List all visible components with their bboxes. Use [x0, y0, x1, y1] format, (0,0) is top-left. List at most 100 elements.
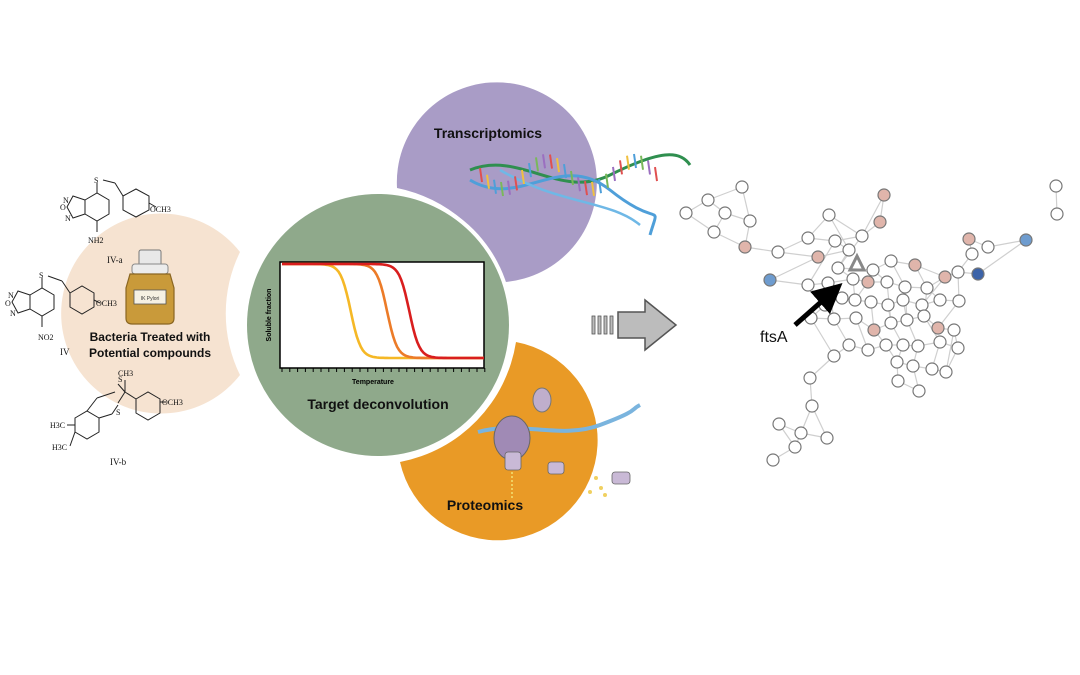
network-node [794, 426, 808, 440]
target-deconvolution-panel: Soluble fraction Temperature Target deco… [243, 190, 513, 460]
dna-rung [584, 180, 588, 196]
atom-n: N [10, 309, 16, 318]
dna-rung [493, 179, 497, 194]
network-node [947, 323, 961, 337]
network-node [900, 313, 914, 327]
network-node [846, 272, 860, 286]
atom-n: N [63, 196, 69, 205]
dna-rung [528, 162, 532, 178]
network-node [1050, 207, 1064, 221]
dna-rung [654, 166, 658, 182]
network-node [879, 338, 893, 352]
dna-rung [500, 181, 504, 197]
network-edge [769, 256, 819, 281]
network-edge [945, 329, 955, 373]
x-axis-label: Temperature [352, 379, 394, 386]
network-node [820, 431, 834, 445]
compound-iv-a-labels: S N O N OCH3 NH2 IV-a [60, 176, 171, 265]
network-node [890, 355, 904, 369]
atom-n: N [65, 214, 71, 223]
network-node [981, 240, 995, 254]
culture-bottle-icon: IK Pylori [125, 249, 175, 325]
dna-rung [605, 173, 609, 188]
dna-rung [549, 154, 553, 169]
transcriptomics-background [396, 82, 597, 282]
network-node [891, 374, 905, 388]
target-arrow [793, 283, 843, 327]
network-node [835, 291, 849, 305]
interaction-network: ftsA [679, 179, 1064, 467]
atom-s: S [39, 271, 43, 280]
atom-o: O [5, 299, 11, 308]
network-node [848, 293, 862, 307]
network-edge [861, 194, 885, 237]
network-node [881, 298, 895, 312]
network-edge [977, 239, 1027, 275]
dna-rung [514, 176, 518, 191]
network-edges [685, 185, 1058, 461]
atom-n: N [8, 291, 14, 300]
dna-rung [640, 155, 644, 170]
dna-rung [556, 157, 560, 173]
dna-rung [591, 181, 595, 196]
compound-iv-a-structure [66, 179, 157, 232]
atom-s: S [94, 176, 98, 185]
network-node [822, 208, 836, 222]
network-node [827, 312, 841, 326]
compound-iv-label: IV [60, 347, 70, 357]
dna-rung [479, 167, 483, 183]
substituent-och3: OCH3 [150, 205, 171, 214]
network-node [908, 258, 922, 272]
dna-rung [542, 154, 546, 169]
dna-rung [563, 163, 567, 179]
network-node [831, 261, 845, 275]
network-node [931, 321, 945, 335]
dna-rung [507, 180, 511, 195]
network-node [873, 215, 887, 229]
network-node [842, 243, 856, 257]
compound-iv-b-labels: S S CH3 OCH3 H3C H3C IV-b [50, 369, 183, 467]
network-edge [810, 317, 835, 357]
substituent-och3: OCH3 [162, 398, 183, 407]
network-node [939, 365, 953, 379]
bottle-label: IK Pylori [141, 296, 160, 302]
atom-o: O [60, 203, 66, 212]
atom-s: S [116, 408, 120, 417]
network-node [849, 311, 863, 325]
network-node [938, 270, 952, 284]
network-node [718, 206, 732, 220]
network-node [707, 225, 721, 239]
compound-iv-structure [11, 275, 101, 327]
network-node [743, 214, 757, 228]
network-node [828, 234, 842, 248]
flow-arrow [591, 298, 678, 352]
network-node [933, 293, 947, 307]
methyl-ch3: CH3 [118, 369, 133, 378]
network-node [861, 275, 875, 289]
compound-iv-a-label: IV-a [107, 255, 123, 265]
melt-curves [282, 262, 484, 360]
network-node [920, 281, 934, 295]
network-edge [777, 251, 819, 258]
transcriptomics-label: Transcriptomics [434, 125, 542, 141]
network-node [952, 294, 966, 308]
network-edge [807, 240, 836, 286]
network-node [821, 276, 835, 290]
network-node [884, 254, 898, 268]
network-node [679, 206, 693, 220]
dna-rung [486, 174, 490, 189]
network-node [925, 362, 939, 376]
dna-rung [633, 153, 637, 169]
network-node [738, 240, 752, 254]
compound-iv-labels: S N O N OCH3 NO2 IV [5, 271, 117, 357]
x-axis-ticks [281, 368, 486, 372]
target-gene-label: ftsA [760, 329, 788, 346]
y-axis-label: Soluble fraction [266, 289, 273, 342]
network-node [884, 316, 898, 330]
substituent-och3: OCH3 [96, 299, 117, 308]
network-node [951, 341, 965, 355]
network-node [735, 180, 749, 194]
network-node [906, 359, 920, 373]
network-node [896, 338, 910, 352]
network-node [917, 309, 931, 323]
